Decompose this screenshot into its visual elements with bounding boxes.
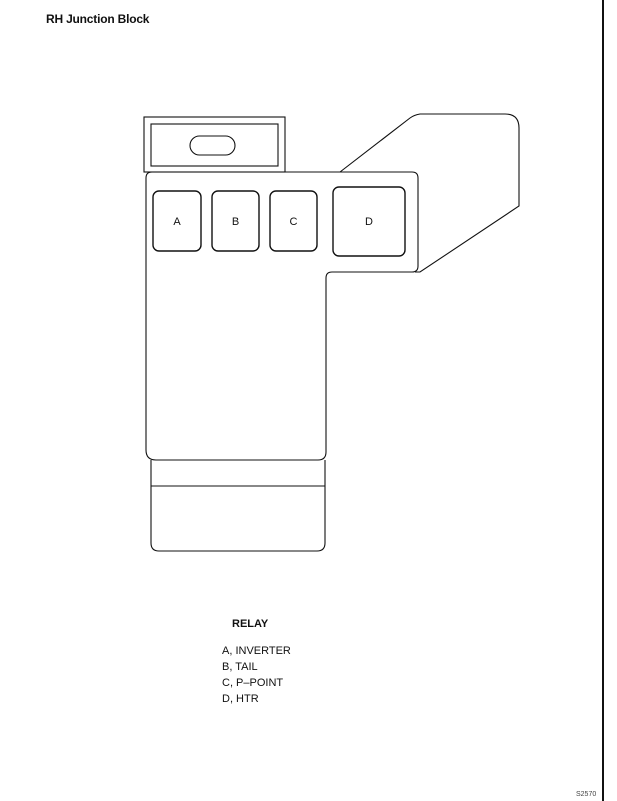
page-title: RH Junction Block bbox=[46, 12, 150, 26]
relay-slot-a bbox=[152, 190, 202, 252]
relay-slot-b bbox=[211, 190, 260, 252]
relay-label-b: B bbox=[232, 216, 239, 228]
legend-item: B, TAIL bbox=[222, 661, 258, 673]
relay-label-a: A bbox=[173, 216, 181, 228]
connector-slot bbox=[189, 135, 236, 156]
block-lower-extension bbox=[150, 460, 326, 552]
block-body bbox=[145, 171, 419, 461]
legend-item: C, P–POINT bbox=[222, 677, 284, 689]
legend-title: RELAY bbox=[232, 618, 269, 630]
relay-label-d: D bbox=[365, 216, 373, 228]
connector-tab-inner bbox=[150, 123, 279, 167]
legend-item: A, INVERTER bbox=[222, 645, 291, 657]
block-arm bbox=[339, 113, 520, 273]
relay-label-c: C bbox=[290, 216, 298, 228]
page-border bbox=[602, 0, 604, 801]
connector-tab-outer bbox=[143, 116, 286, 173]
relay-slot-c bbox=[269, 190, 318, 252]
figure-code: S2570 bbox=[576, 791, 597, 798]
legend-list: A, INVERTER B, TAIL C, P–POINT D, HTR bbox=[222, 643, 291, 707]
legend-item: D, HTR bbox=[222, 693, 259, 705]
relay-slot-d bbox=[332, 186, 406, 257]
